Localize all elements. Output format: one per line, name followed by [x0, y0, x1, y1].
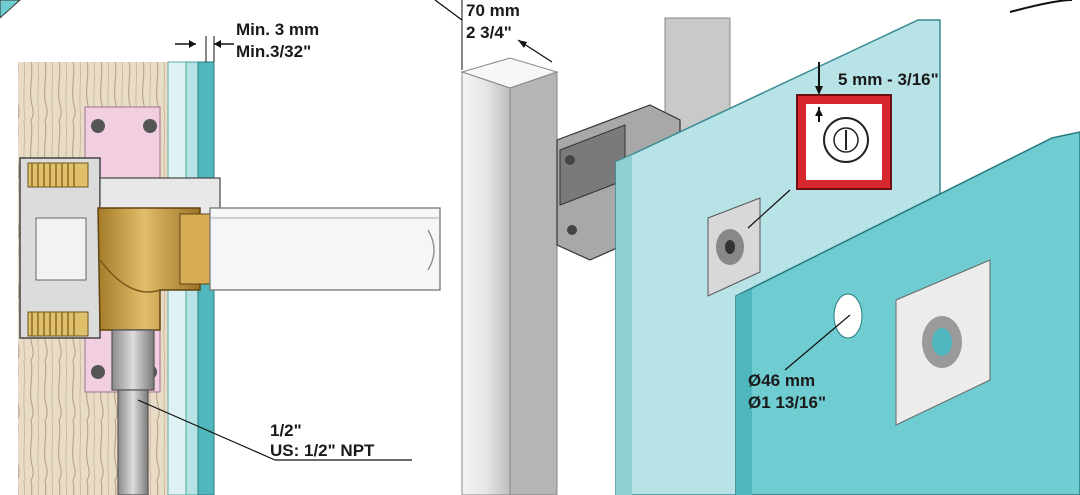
wall-label-mm: 70 mm [466, 1, 520, 20]
sleeve-extension [209, 207, 441, 291]
cross-section-view: Min. 3 mm Min.3/32" 1/2" US: 1/2" NPT [0, 0, 441, 495]
hole-label-in: Ø1 13/16" [748, 393, 826, 412]
front-post [460, 57, 559, 495]
valve-body [97, 207, 211, 331]
screw [91, 365, 105, 379]
threaded-rod-top [27, 162, 89, 188]
pipe-size-label: 1/2" [270, 421, 302, 440]
corner-fragment [0, 0, 21, 19]
hole-leader-line [784, 314, 851, 371]
screw-detail-callout [747, 62, 892, 229]
threaded-rod-bottom [27, 311, 89, 337]
wall-label-in: 2 3/4" [466, 23, 512, 42]
gap-dimension [175, 36, 234, 62]
screw-offset-label: 5 mm - 3/16" [838, 70, 939, 89]
gap-label-mm: Min. 3 mm [236, 20, 319, 39]
pipe-leader-line [137, 399, 276, 461]
hole-label-mm: Ø46 mm [748, 371, 815, 390]
board-panel-outer [735, 131, 1080, 495]
supply-pipe [111, 329, 155, 495]
gap-label-in: Min.3/32" [236, 42, 311, 61]
pipe-thread-label: US: 1/2" NPT [270, 441, 375, 460]
perspective-view: 70 mm 2 3/4" 5 mm - 3/16" Ø46 mm Ø1 13/1… [434, 0, 1080, 495]
partial-arc [1009, 0, 1073, 13]
screw [143, 119, 157, 133]
wall-dimension [434, 0, 553, 70]
screw [91, 119, 105, 133]
